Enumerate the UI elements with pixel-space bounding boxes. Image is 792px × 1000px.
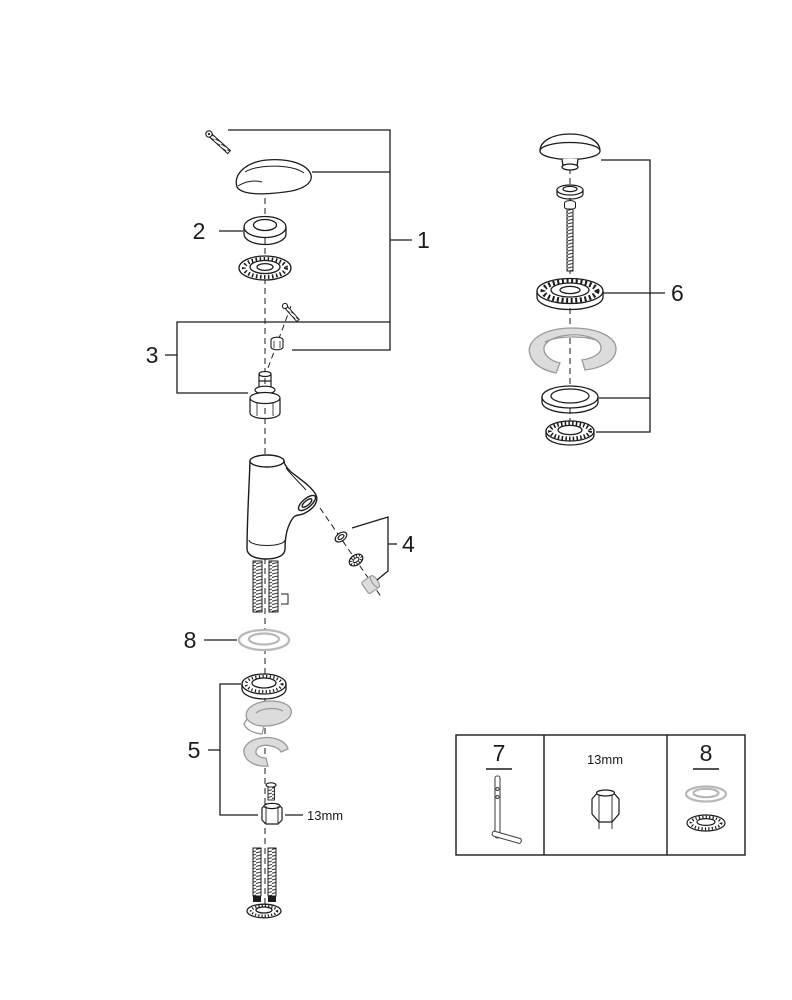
legend-nut-icon (591, 789, 620, 829)
mounting-tool-icon (491, 775, 522, 844)
wrench-size-label: 13mm (307, 808, 343, 823)
aerator-nut (348, 553, 364, 567)
threaded-studs (252, 847, 277, 902)
cartridge-screw (281, 302, 300, 323)
cartridge-cap (270, 336, 284, 351)
callout-leader-lines (165, 129, 665, 816)
clamp-screw (265, 782, 277, 801)
legend-tool-number: 7 (493, 740, 506, 766)
callout-6: 6 (671, 280, 684, 306)
bottom-knurled-ring (246, 903, 282, 919)
legend-nut-size: 13mm (587, 752, 623, 767)
callout-1: 1 (417, 227, 430, 253)
callout-8: 8 (184, 627, 197, 653)
callout-3: 3 (146, 342, 159, 368)
drain-seal-ring (541, 385, 599, 414)
legend-rings-number: 8 (700, 740, 713, 766)
drain-clamp-ghost (528, 327, 617, 374)
handle-screw (205, 130, 232, 155)
stabilizing-ring (241, 673, 287, 700)
drain-stopper-cap (539, 133, 601, 171)
legend-gray-ring-icon (684, 785, 728, 803)
rod-nut (564, 200, 576, 210)
drain-waste-nut (545, 420, 595, 446)
faucet-body (246, 454, 318, 560)
cartridge (249, 370, 281, 420)
spout-aerator (301, 498, 313, 508)
mounting-nut (261, 802, 283, 825)
callout-4: 4 (402, 531, 415, 557)
aerator-insert (361, 575, 381, 594)
handle-skirt-ring (243, 215, 287, 246)
aerator-clip (334, 531, 348, 543)
mounting-shank-studs (252, 560, 289, 613)
stopper-washer (556, 184, 584, 200)
drain-threaded-rod (566, 208, 574, 272)
mounting-clamp-set (243, 700, 292, 767)
callout-5: 5 (188, 737, 201, 763)
base-escutcheon-ring (238, 255, 292, 281)
lever-handle (235, 159, 312, 195)
smooth-washer-ring (237, 628, 291, 652)
legend-dark-ring-icon (686, 814, 726, 832)
callout-2: 2 (193, 218, 206, 244)
drain-flange (536, 277, 604, 311)
